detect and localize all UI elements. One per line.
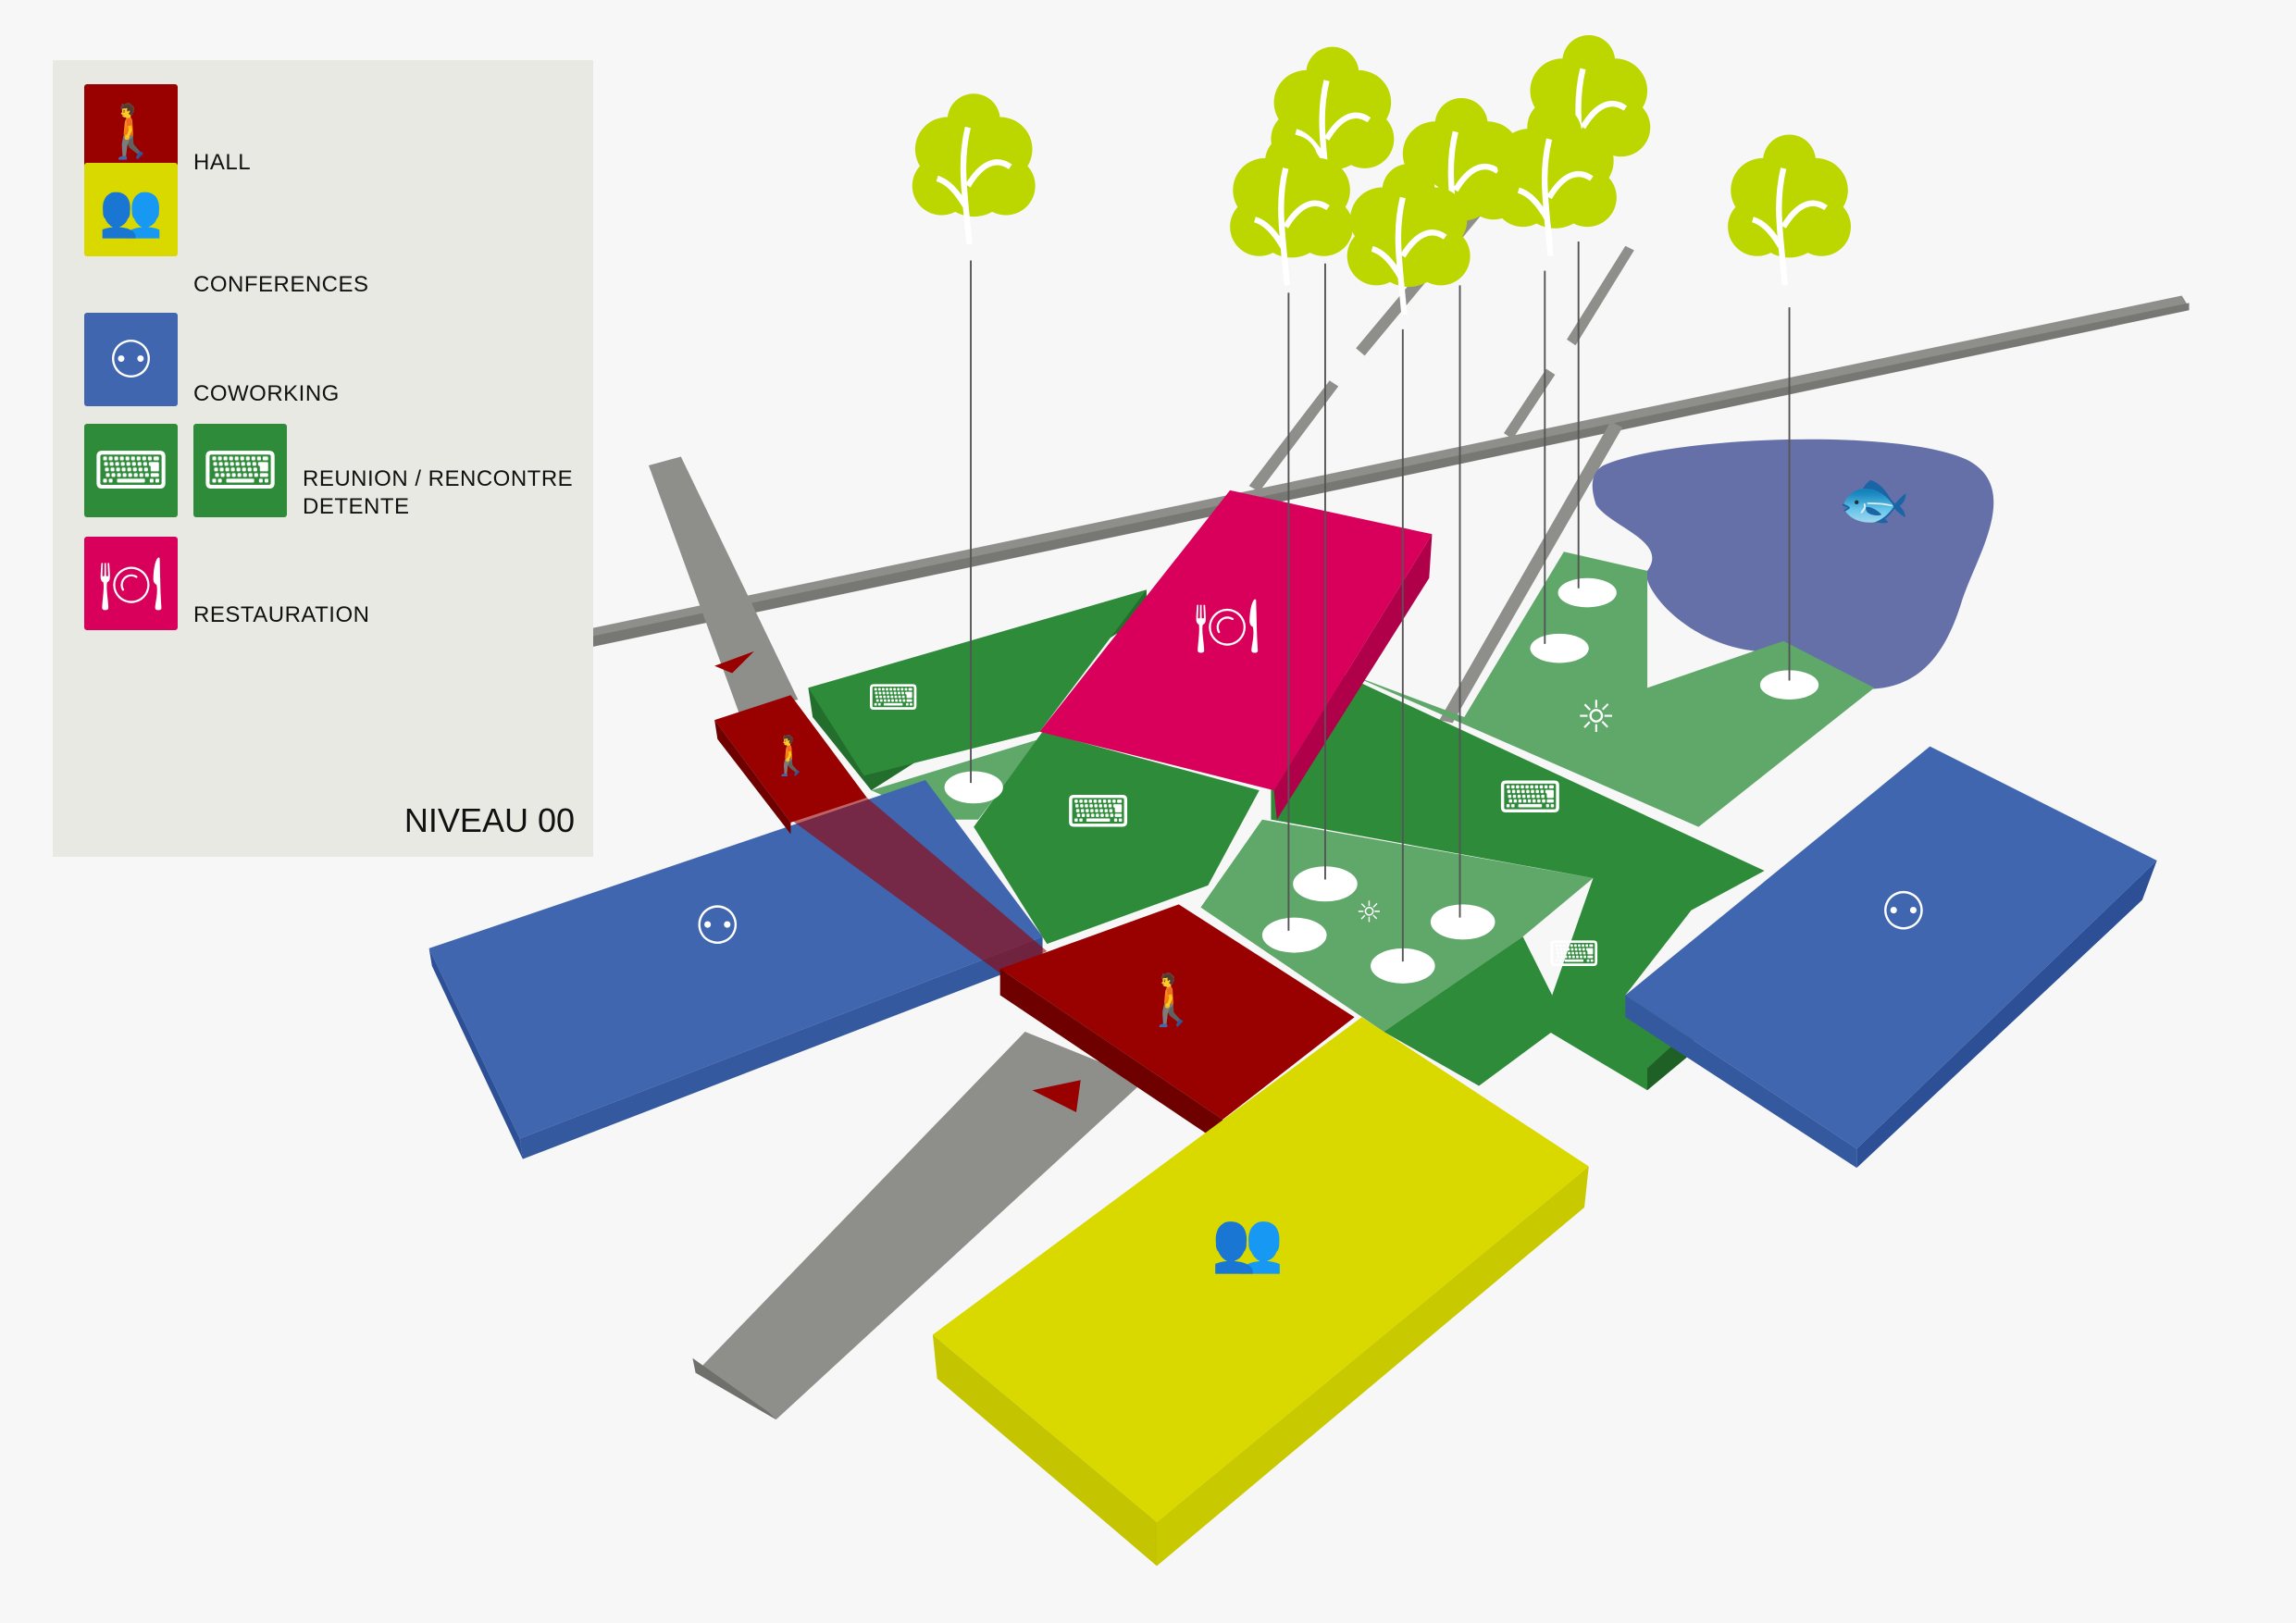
meeting-desk-icon: ⌨ [868,677,919,718]
direction-arrow-icon [714,650,754,674]
walkway [648,456,1146,1420]
hall-legend-icon: 🚶 [84,84,178,178]
audience-icon: 👥 [1211,1207,1285,1275]
coworking-block-right [1625,746,2157,1169]
legend-label-coworking: COWORKING [193,381,340,406]
walking-people-icon: 🚶 [1140,971,1202,1029]
meeting-desk-icon: ⌨ [1498,773,1561,824]
direction-arrow-icon [1032,1080,1081,1113]
level-label: NIVEAU 00 [403,801,575,839]
relax-desk-legend-icon: ⌨ [84,424,178,517]
reunion-blocks [808,589,1765,1091]
tree-icon [912,93,1036,245]
tree-icon [1728,134,1851,286]
tree-pits [944,577,1819,984]
meeting-desk-icon: ⌨ [1549,934,1600,974]
tree-lines [970,241,1791,962]
fish-icon: 🐟 [1838,465,1911,533]
conferences-legend-icon: 👥 [84,163,178,256]
coworking-legend-icon: ⚇ [84,313,178,406]
coworking-table-icon: ⚇ [1880,881,1927,942]
restauration-legend-icon: 🍽 [84,537,178,630]
meeting-desk-icon: ⌨ [1066,787,1129,838]
block-icons: 🍽 🚶 🚶 ⚇ ⚇ 👥 ⌨ ⌨ ⌨ ⌨ ☼ ☼ 🐟 [694,465,1928,1275]
legend-label-reunion-line1: REUNION / RENCONTRE [303,466,574,491]
tree-icon [1230,134,1354,286]
restauration-block [1039,489,1433,820]
plate-cutlery-icon: 🍽 [1194,596,1260,657]
tree-icon [1527,34,1651,187]
conferences-block [932,1017,1589,1567]
main-road [96,295,2190,751]
coworking-table-icon: ⚇ [694,896,741,957]
tree-icon [1493,105,1617,257]
legend-label-restauration: RESTAURATION [193,602,370,627]
sun-lounger-icon: ☼ [1356,896,1382,929]
legend-label-hall: HALL [193,150,252,175]
hall-blocks [714,695,1355,1145]
pond [1592,439,1994,689]
tree-icon [1347,164,1471,316]
legend-label-conferences: CONFERENCES [193,272,369,297]
legend-panel: 🚶 HALL 👥 CONFERENCES ⚇ COWORKING ⌨ ⌨ REU… [53,60,593,857]
sun-lounger-icon: ☼ [1576,692,1616,743]
trees [912,34,1851,316]
walking-people-icon: 🚶 [767,733,814,777]
legend-label-reunion-line2: DETENTE [303,494,410,519]
meeting-desk-legend-icon: ⌨ [193,424,287,517]
legend-label-reunion: REUNION / RENCONTRE DETENTE [303,465,573,521]
